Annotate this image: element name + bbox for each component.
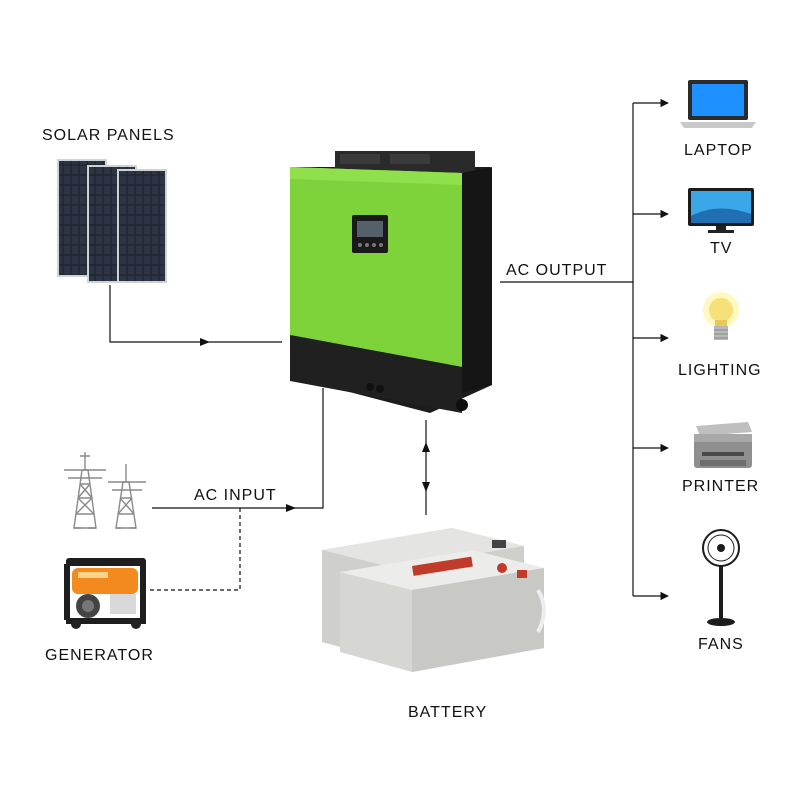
generator-label: GENERATOR (45, 647, 154, 664)
solar-arrow (200, 338, 210, 346)
lightbulb-icon (703, 292, 739, 340)
printer-icon (694, 422, 752, 468)
solar-wire (109, 285, 282, 343)
ac-output-label: AC OUTPUT (506, 262, 608, 279)
battery-arrow-up (422, 442, 430, 452)
battery-label: BATTERY (408, 704, 488, 721)
tv-icon (688, 188, 754, 233)
ac-input-label: AC INPUT (194, 487, 277, 504)
inverter-image (290, 151, 492, 413)
battery-image (322, 528, 546, 672)
printer-label: PRINTER (682, 478, 760, 495)
laptop-label: LAPTOP (684, 142, 753, 159)
solar-panels-label: SOLAR PANELS (42, 127, 175, 144)
ac-input-wire (152, 388, 324, 509)
power-tower-icon (64, 452, 146, 529)
generator-wire (150, 508, 241, 591)
ac-input-arrow (286, 504, 296, 512)
lighting-label: LIGHTING (678, 362, 762, 379)
laptop-icon (680, 80, 756, 128)
fan-icon (702, 529, 740, 626)
tv-label: TV (710, 240, 733, 257)
fans-label: FANS (698, 636, 744, 653)
generator-image (64, 558, 146, 629)
solar-panels-image (57, 159, 167, 283)
battery-arrow-down (422, 482, 430, 492)
